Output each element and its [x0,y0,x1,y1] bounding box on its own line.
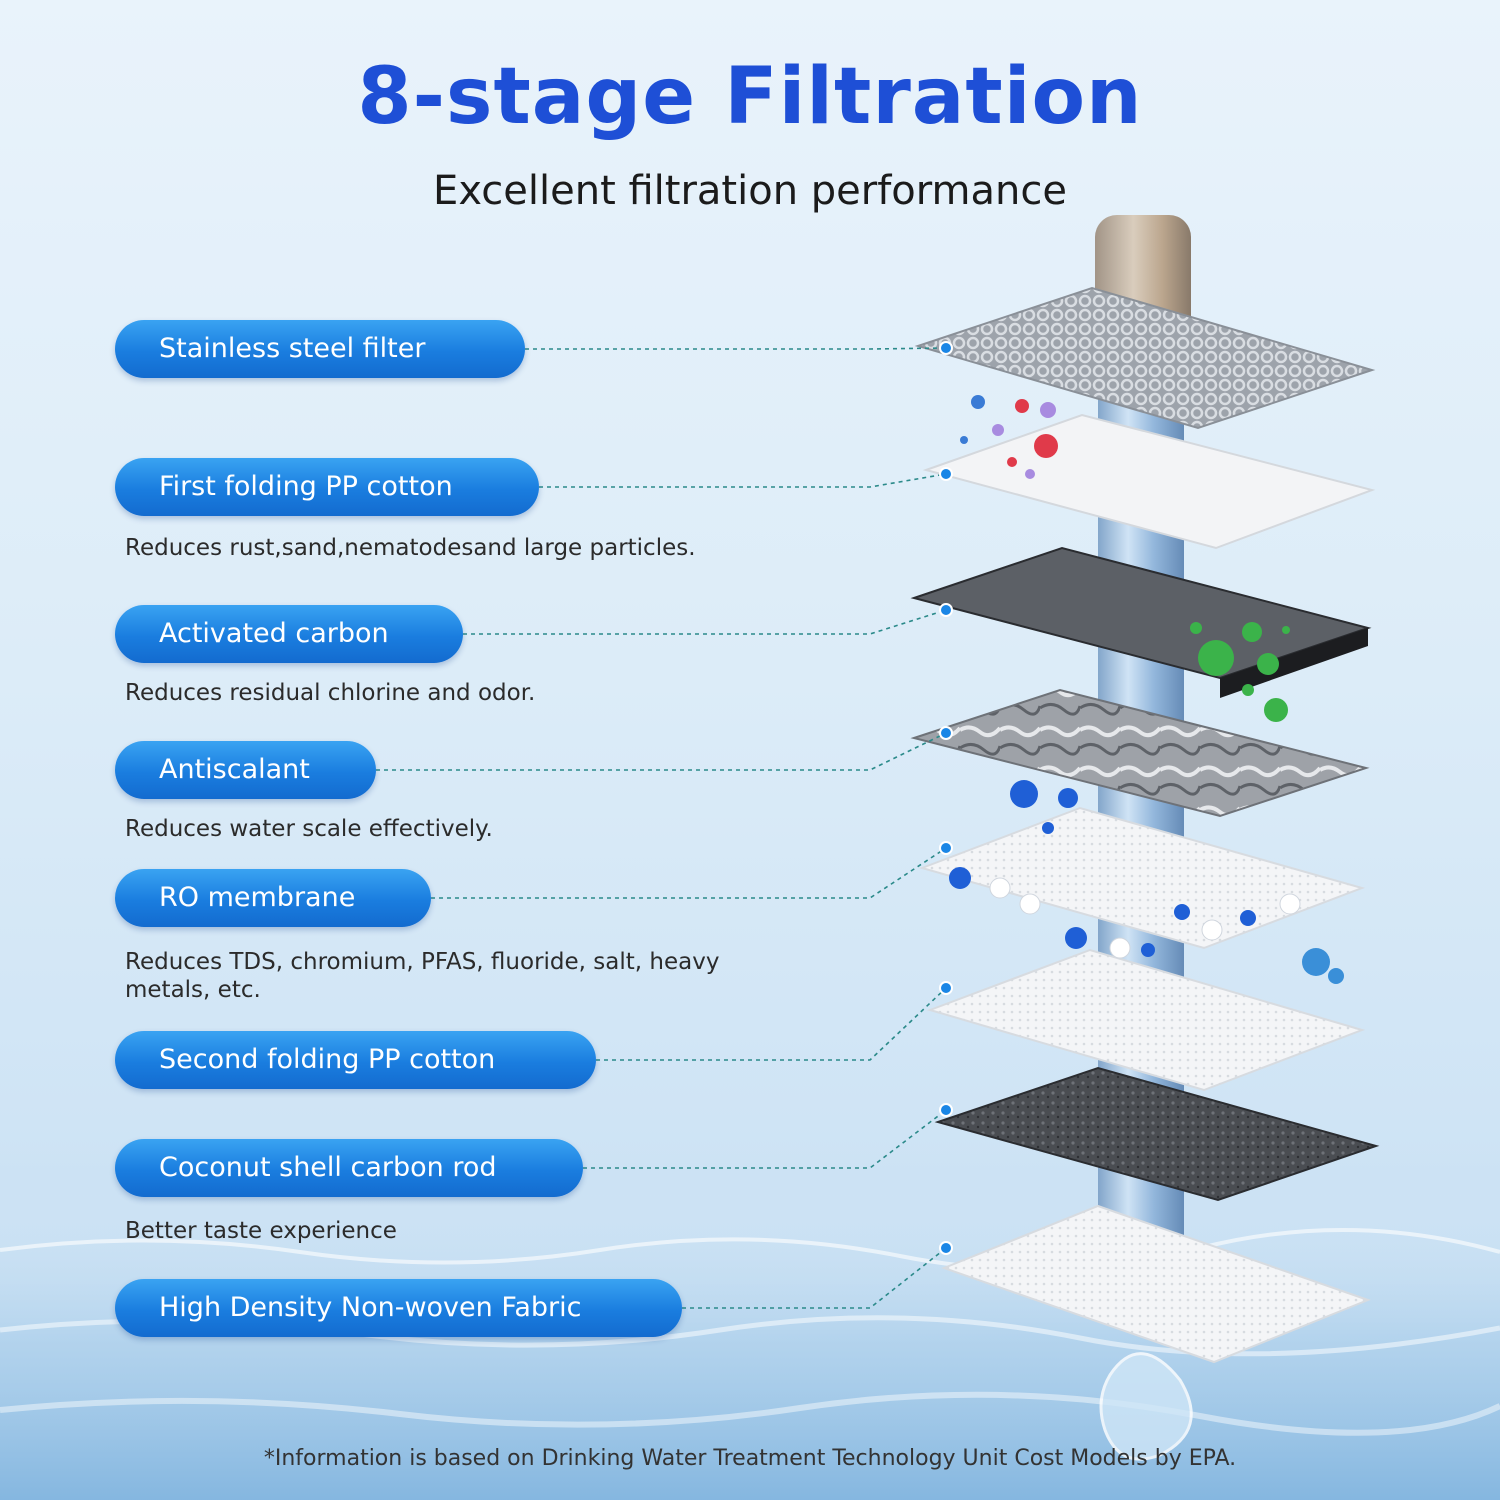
stage-label-coconut-shell-carbon-rod: Coconut shell carbon rod [115,1139,583,1197]
leader-dot [939,603,953,617]
leader-line [431,847,947,899]
leader-line [463,609,947,635]
stage-label-nonwoven-fabric: High Density Non-woven Fabric [115,1279,682,1337]
stage-desc-ro-membrane: Reduces TDS, chromium, PFAS, fluoride, s… [125,949,720,1003]
contaminants-bacteria-green [1190,622,1290,722]
water-splash [1099,1352,1193,1461]
ro-membrane-beads [949,867,1301,959]
leader-dot [939,467,953,481]
wave-line [0,1391,1500,1436]
stage-desc-first-pp-cotton: Reduces rust,sand,nematodesand large par… [125,535,696,561]
layer-stainless-mesh [914,286,1376,430]
stage-label-antiscalant: Antiscalant [115,741,376,799]
stage-label-second-pp-cotton: Second folding PP cotton [115,1031,596,1089]
leader-line [539,473,947,488]
layer-coconut-carbon [934,1066,1380,1202]
layer-activated-carbon-edge [1220,628,1368,698]
layer-pp-cotton-1 [922,413,1376,550]
contaminants-sediment [960,395,1058,479]
leader-line [583,1109,947,1169]
leader-line [376,732,947,771]
stage-label-ro-membrane: RO membrane [115,869,431,927]
footnote: *Information is based on Drinking Water … [263,1446,1237,1471]
leader-dot [939,841,953,855]
stage-label-first-pp-cotton: First folding PP cotton [115,458,539,516]
leader-lines [376,341,953,1309]
leader-dot [939,981,953,995]
layer-pp-cotton-2 [926,948,1366,1092]
wave-line [0,1228,1500,1272]
leader-dot [939,1241,953,1255]
layer-nonwoven-fabric [941,1204,1371,1364]
layer-ro-membrane [918,806,1366,950]
contaminants-virus-blue [1010,780,1344,984]
stage-desc-antiscalant: Reduces water scale effectively. [125,816,493,842]
leader-dot [939,1103,953,1117]
leader-dot [939,341,953,355]
leader-line [525,347,947,350]
layer-antiscalant [910,688,1370,818]
leader-line [596,987,947,1061]
page-subtitle: Excellent filtration performance [433,168,1067,214]
leader-dot [939,726,953,740]
stage-label-activated-carbon: Activated carbon [115,605,463,663]
page-title: 8-stage Filtration [357,52,1143,142]
leader-line [682,1247,947,1309]
stage-desc-activated-carbon: Reduces residual chlorine and odor. [125,680,536,706]
stage-desc-coconut-shell-carbon-rod: Better taste experience [125,1218,397,1244]
stage-label-stainless-steel-filter: Stainless steel filter [115,320,525,378]
